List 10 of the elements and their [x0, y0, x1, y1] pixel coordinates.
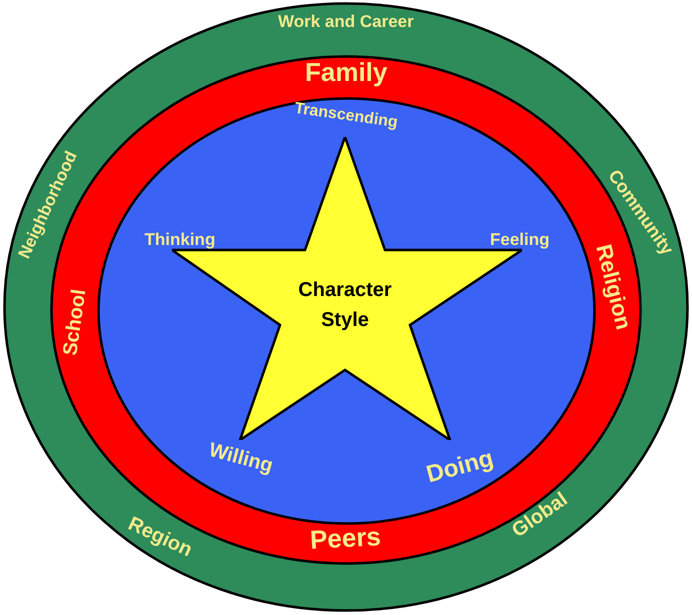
center-label: Character Style	[297, 278, 393, 333]
ring-label: Family	[305, 56, 388, 88]
ring-label: Feeling	[490, 230, 550, 250]
ring-label: School	[58, 287, 91, 357]
ring-label: Work and Career	[278, 12, 414, 32]
ring-label: Peers	[308, 520, 382, 556]
outer-ring	[3, 2, 689, 612]
ring-label: Thinking	[144, 230, 216, 250]
ring-label: Willing	[206, 438, 275, 478]
ring-label: Doing	[424, 444, 496, 490]
